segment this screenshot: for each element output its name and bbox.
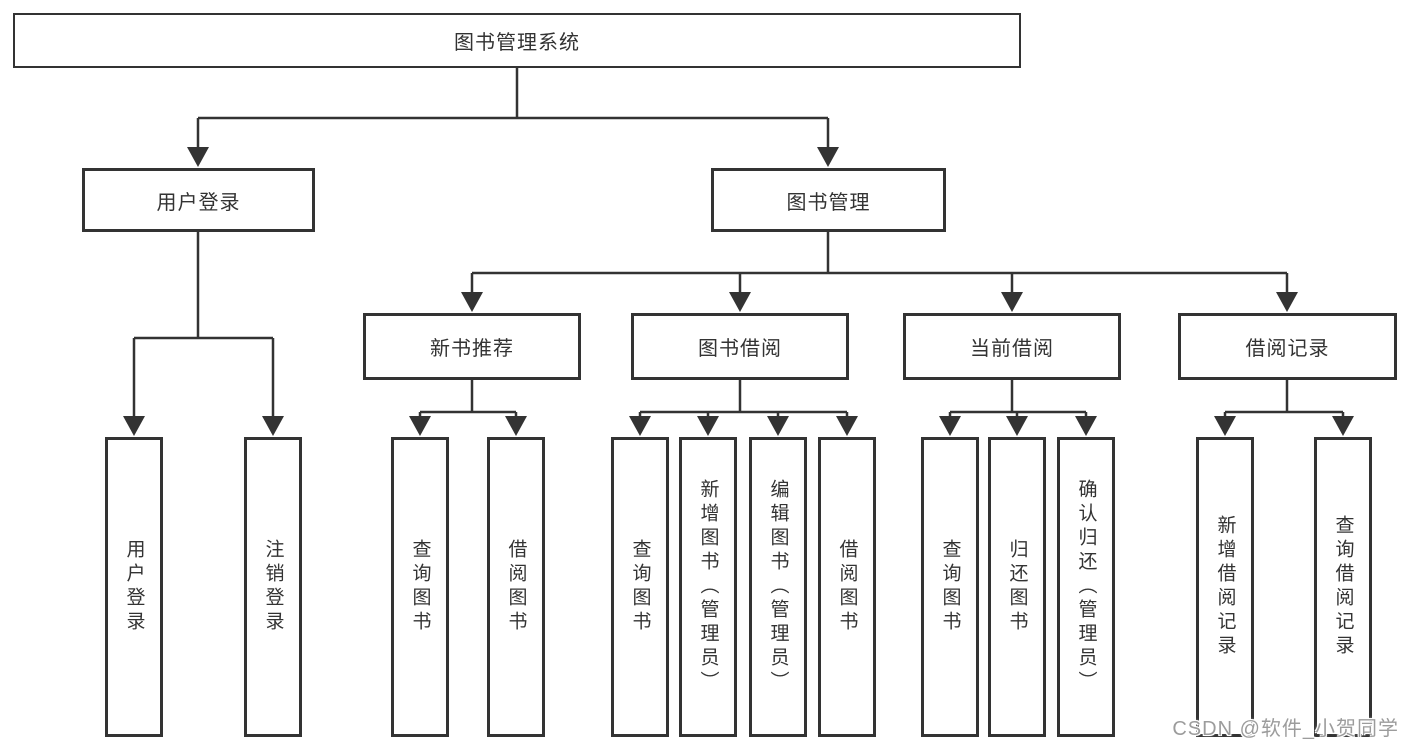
node-user-login: 用户登录 — [82, 168, 315, 232]
node-current-borrow: 当前借阅 — [903, 313, 1121, 380]
node-borrow-records: 借阅记录 — [1178, 313, 1397, 380]
leaf-user-login: 用户登录 — [105, 437, 163, 737]
leaf-add-book-admin: 新增图书（管理员） — [679, 437, 737, 737]
node-root: 图书管理系统 — [13, 13, 1021, 68]
leaf-query-books-recommend: 查询图书 — [391, 437, 449, 737]
node-new-book-recommend: 新书推荐 — [363, 313, 581, 380]
leaf-logout: 注销登录 — [244, 437, 302, 737]
node-book-borrow: 图书借阅 — [631, 313, 849, 380]
leaf-edit-book-admin: 编辑图书（管理员） — [749, 437, 807, 737]
node-book-management: 图书管理 — [711, 168, 946, 232]
leaf-query-borrow-record: 查询借阅记录 — [1314, 437, 1372, 737]
leaf-add-borrow-record: 新增借阅记录 — [1196, 437, 1254, 737]
leaf-return-book: 归还图书 — [988, 437, 1046, 737]
leaf-borrow-books: 借阅图书 — [818, 437, 876, 737]
leaf-confirm-return-admin: 确认归还（管理员） — [1057, 437, 1115, 737]
leaf-query-books-current: 查询图书 — [921, 437, 979, 737]
watermark: CSDN @软件_小贺同学 — [1172, 718, 1399, 740]
leaf-query-books-borrow: 查询图书 — [611, 437, 669, 737]
leaf-borrow-books-recommend: 借阅图书 — [487, 437, 545, 737]
